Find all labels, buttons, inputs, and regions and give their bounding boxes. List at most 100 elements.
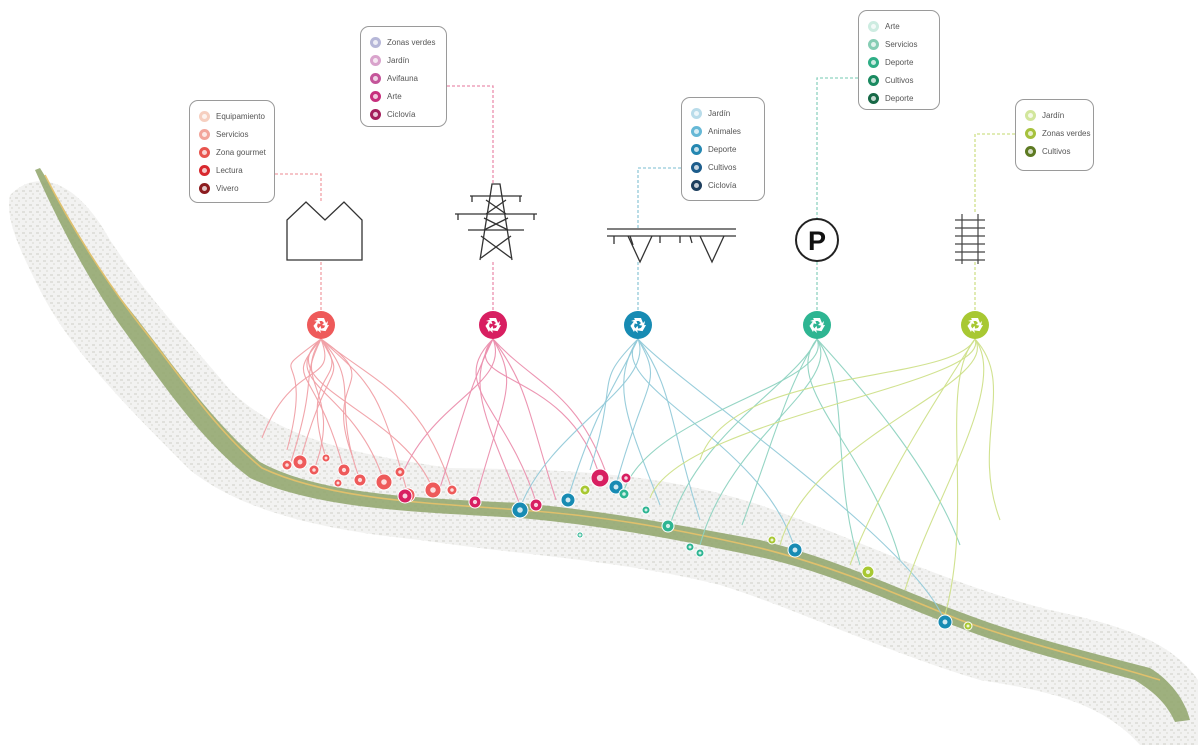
site-marker-glyph <box>336 481 340 485</box>
flow-curve <box>816 338 961 546</box>
flow-curve <box>320 338 409 496</box>
flow-curve <box>741 338 818 526</box>
legend-label: Deporte <box>885 57 914 67</box>
recycle-hub-icon <box>479 311 507 339</box>
legend-item: Zona gourmet <box>199 143 266 161</box>
recycle-hub-icon <box>961 311 989 339</box>
legend-label: Equipamiento <box>216 111 265 121</box>
svg-text:P: P <box>808 226 826 256</box>
site-marker-glyph <box>517 507 523 513</box>
legend-item: Zonas verdes <box>1025 124 1090 142</box>
legend-item: Arte <box>868 17 931 35</box>
site-marker-glyph <box>565 497 571 503</box>
site-marker-glyph <box>698 551 702 555</box>
flow-curve <box>399 338 496 481</box>
industrial-building-icon <box>286 201 363 261</box>
flow-curve <box>316 338 333 459</box>
recycle-hub-icon <box>624 311 652 339</box>
site-marker-glyph <box>533 502 539 508</box>
urban-context <box>9 181 1199 745</box>
site-marker-glyph <box>688 545 692 549</box>
legend-marker-icon <box>370 90 381 102</box>
legend-label: Servicios <box>216 129 249 139</box>
flow-curve <box>485 338 601 479</box>
legend-marker-icon <box>868 74 879 86</box>
bridge-icon <box>607 228 736 264</box>
site-marker-glyph <box>285 463 289 467</box>
legend-item: Animales <box>691 122 756 140</box>
legend-item: Vivero <box>199 179 266 197</box>
flow-curve <box>816 338 861 566</box>
flow-curve <box>492 338 557 501</box>
legend-marker-icon <box>199 110 210 122</box>
flow-curve <box>320 338 353 456</box>
site-marker-glyph <box>472 499 478 505</box>
site-marker-glyph <box>942 619 948 625</box>
legend-connector-line <box>447 85 494 184</box>
power-tower-icon <box>455 183 537 261</box>
legend-marker-icon <box>199 164 210 176</box>
recycle-arrow <box>634 325 647 334</box>
recycle-arrow <box>317 325 330 334</box>
legend-label: Cultivos <box>708 162 737 172</box>
legend-label: Cultivos <box>885 75 914 85</box>
connection-lines <box>261 77 1015 623</box>
site-marker-glyph <box>792 547 798 553</box>
recycle-hub-icon <box>307 311 335 339</box>
legend-item: Deporte <box>868 53 931 71</box>
legend-marker-icon <box>1025 109 1036 121</box>
legend-item: Jardín <box>691 104 756 122</box>
legend-marker-icon <box>868 38 879 50</box>
flow-curve <box>310 338 325 471</box>
recycle-arrow <box>313 319 321 332</box>
legend-marker-icon <box>691 161 702 173</box>
site-markers <box>281 453 973 631</box>
legend-label: Lectura <box>216 165 243 175</box>
site-marker-glyph <box>312 468 316 472</box>
site-marker-glyph <box>665 523 671 529</box>
flow-curve <box>623 338 819 491</box>
legend-label: Arte <box>387 91 402 101</box>
legend-item: Deporte <box>691 140 756 158</box>
legend-item: Ciclovía <box>370 105 438 123</box>
flow-curve <box>699 338 976 461</box>
site-marker-glyph <box>770 538 774 542</box>
site-marker-glyph <box>430 487 436 493</box>
legend-marker-icon <box>691 107 702 119</box>
legend-label: Arte <box>885 21 900 31</box>
flow-curve <box>974 338 1001 521</box>
flow-curve <box>631 338 796 551</box>
site-marker-glyph <box>297 459 303 465</box>
legend-item: Equipamiento <box>199 107 266 125</box>
legend-label: Avifauna <box>387 73 418 83</box>
flow-curve <box>479 338 521 506</box>
legend-item: Servicios <box>199 125 266 143</box>
legend-marker-icon <box>1025 145 1036 157</box>
flow-curve <box>637 338 946 623</box>
legend-marker-icon <box>370 54 381 66</box>
legend-item: Ciclovía <box>691 176 756 194</box>
recycle-arrow <box>971 325 984 334</box>
site-marker-glyph <box>596 474 604 482</box>
recycle-arrow <box>813 325 826 334</box>
legend-label: Ciclovía <box>708 180 737 190</box>
recycle-hub-icon <box>803 311 831 339</box>
site-marker-glyph <box>578 533 582 537</box>
legend-item: Avifauna <box>370 69 438 87</box>
legend-marker-icon <box>370 72 381 84</box>
flow-curve <box>475 338 537 503</box>
parking-icon: P <box>795 218 839 262</box>
site-marker-glyph <box>865 569 871 575</box>
recycle-arrow <box>634 318 645 326</box>
legend-label: Jardín <box>708 108 731 118</box>
legend-item: Jardín <box>1025 106 1085 124</box>
railway-track-icon <box>955 214 985 264</box>
legend-marker-icon <box>199 182 210 194</box>
site-marker-glyph <box>402 493 408 499</box>
legend-label: Vivero <box>216 183 239 193</box>
flow-curve <box>589 338 639 471</box>
